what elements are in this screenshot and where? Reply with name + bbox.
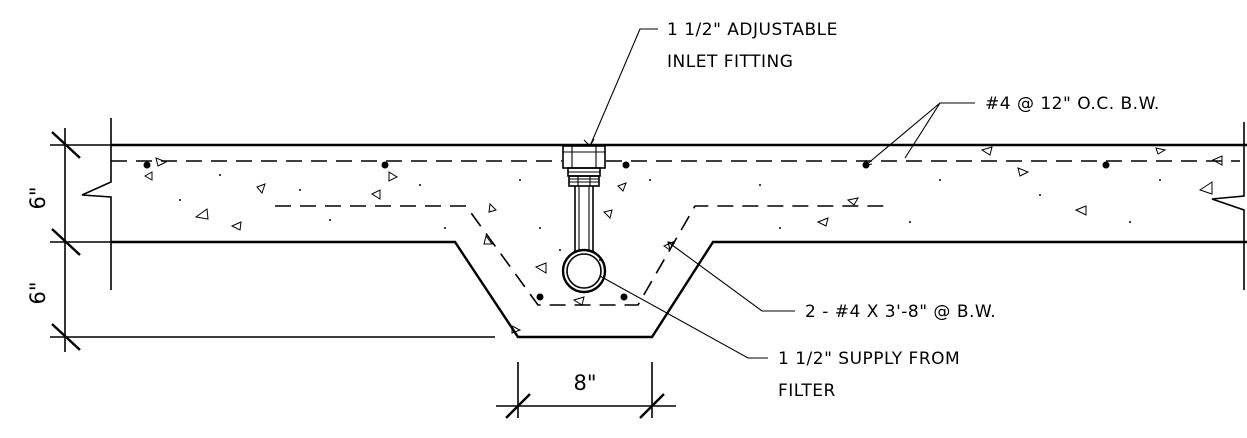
rebar-dot xyxy=(143,161,151,169)
supply-label-line1: 1 1/2" SUPPLY FROM xyxy=(778,349,960,369)
slab-thickness-dimension: 6" xyxy=(26,186,50,209)
rebar-dot xyxy=(381,161,389,169)
supply-pipe-icon xyxy=(561,186,607,294)
subbase-lines xyxy=(50,144,495,338)
dimension-lines xyxy=(51,128,676,419)
rebar-dot xyxy=(1102,161,1110,169)
bent-rebar xyxy=(275,205,890,306)
rebar-dot xyxy=(536,293,544,301)
leaders xyxy=(583,28,975,359)
inlet-fitting-label-line1: 1 1/2" ADJUSTABLE xyxy=(667,20,838,40)
rebar-dots xyxy=(143,161,1110,301)
top-rebar-label: #4 @ 12" O.C. B.W. xyxy=(985,94,1160,114)
concrete-hatch xyxy=(143,146,1223,334)
slab-outline xyxy=(81,118,1247,339)
inlet-fitting-label-line2: INLET FITTING xyxy=(667,52,793,72)
trench-width-dimension: 8" xyxy=(573,371,596,395)
subbase-thickness-dimension: 6" xyxy=(26,281,50,304)
inlet-fitting-icon xyxy=(562,145,606,187)
supply-label-line2: FILTER xyxy=(778,381,836,401)
rebar-dot xyxy=(620,293,628,301)
bent-rebar-label: 2 - #4 X 3'-8" @ B.W. xyxy=(805,302,996,322)
rebar-dot xyxy=(622,161,630,169)
